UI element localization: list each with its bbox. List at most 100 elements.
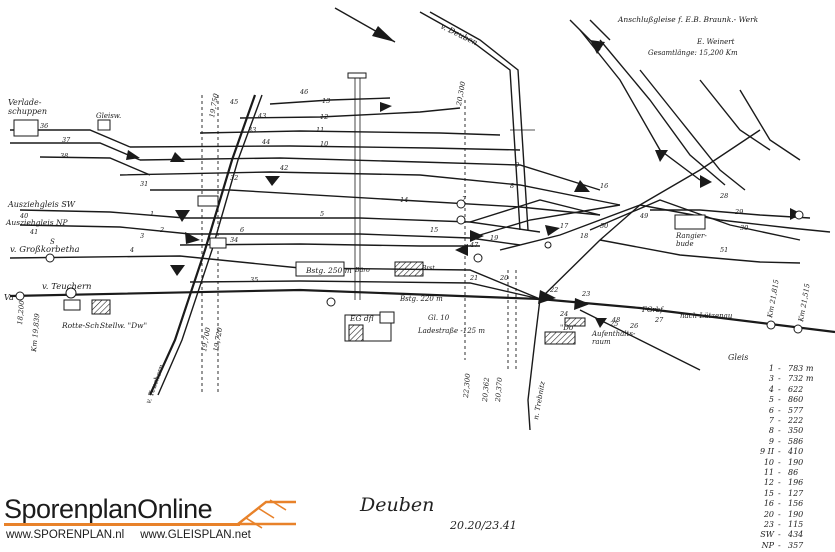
gleis-number: 16 [763,499,774,509]
gleis-table-row: 23-115 [728,520,828,531]
gleis-table-row: 9 II-410 [728,447,828,458]
brst-building [394,261,424,277]
label-buero: Büro [354,267,370,274]
gleis-length: 115 [788,520,804,529]
yard-track [39,156,151,176]
track-number-label: 45 [229,98,238,106]
gleis-number: 11 [763,468,774,477]
track-number-label: 14 [400,196,408,204]
gleis-table-row: 10-190 [728,458,828,469]
label-km-20370: 20,370 [494,377,504,404]
gleis-table-row: 11-86 [728,468,828,479]
label-s-number: S [50,238,55,246]
signal [15,291,25,301]
gleiswaage [97,119,111,131]
trebnitz-line [527,298,541,431]
label-km-19720: 19,720 [212,326,224,352]
bahnhof-box-2 [209,237,227,249]
switch-marker [175,210,190,222]
rangierbude [674,214,706,230]
gleis-dash: - [778,520,781,529]
track-number-label: 40 [19,212,28,220]
plan-date: 20.20/23.41 [450,519,517,532]
grosskorbetha-track [9,255,541,300]
yard-track [239,107,461,119]
track-number-label: 9 [515,161,519,169]
label-km-20362: 20,362 [481,377,491,404]
track-number-label: 24 [559,310,568,318]
switch-marker [590,40,605,54]
gleis-dash: - [778,426,781,436]
yard-track [199,130,501,136]
rotte-schuppen [63,299,81,311]
label-km-19839: Km 19,839 [30,312,41,353]
track-number-label: 33 [248,126,256,134]
works-siding [639,69,746,191]
track-number-label: 23 [581,290,590,298]
gleis-number: 1 [768,364,774,373]
gleis-table-row: 15-127 [728,489,828,500]
gleis-dash: - [778,468,781,477]
gleis-dash: - [778,447,781,457]
track-number-label: 15 [430,226,438,234]
braunk-werk-line-4 [599,239,801,264]
track-number-label: 44 [261,138,270,146]
switch-marker [380,102,392,112]
yard-track [469,199,601,223]
gleis-number: 12 [763,478,774,488]
track-number-label: 28 [719,192,728,200]
gleis-table-row: 6-577 [728,406,828,417]
track-number-label: 25 [609,320,618,328]
track-number-label: 36 [40,122,48,130]
signal [65,287,77,299]
yard-track [189,280,541,300]
label-ausziehgleis-sw: Ausziehgleis SW [7,200,76,209]
label-rotte-sch: Rotte-Sch. [61,321,102,330]
yard-track [469,204,621,239]
logo-url-gleisplan[interactable]: www.GLEISPLAN.net [140,529,251,541]
switch-marker [538,290,556,304]
stellwerk-dw [91,299,111,315]
track-number-label: 13 [322,97,330,105]
bahnhof-box [197,195,219,207]
label-teuchern: v. Teuchern [42,282,92,292]
track-switch-icon [237,499,296,529]
yard-track [499,204,641,251]
gleis-table-heading: Gleis [728,353,749,362]
track-number-label: 17 [560,222,569,230]
km-posts [201,72,535,395]
bstg-building [295,261,345,277]
track-number-label: 34 [230,236,238,244]
track-number-label: 42 [279,164,288,172]
gleis-dash: - [778,436,781,446]
track-number-label: 26 [629,322,638,330]
gleis-dash: - [778,405,781,415]
gleis-table-row: 8-350 [728,426,828,437]
switch-marker [595,318,607,328]
gleis-length: 622 [788,384,804,394]
logo-url-sporenplan[interactable]: www.SPORENPLAN.nl [6,529,125,541]
gleis-table-row: NP-357 [728,541,828,552]
gleis-number: SW [760,530,774,540]
switch-marker [545,225,560,236]
gleis-length: 783 m [788,364,814,373]
gleis-dash: - [778,530,781,540]
label-km-21515: Km 21,515 [797,282,812,323]
label-nach-luetzenau: nach Lützenau [680,312,733,320]
track-number-label: 6 [240,226,244,234]
label-va: Va [4,293,14,302]
track-number-label: 41 [29,228,38,236]
signal [793,324,803,334]
label-ladestrasse: Ladestraße -125 m [417,327,485,335]
main-lines [9,11,835,431]
track-number-label: 32 [230,174,238,182]
switch-marker [574,298,590,310]
header-note: Anschlußgleise f. E.B. Braunk.- Werk [617,15,759,24]
track-number-label: 49 [639,212,648,220]
gleis-number: 23 [763,520,774,529]
gleis-number: 15 [763,488,774,498]
gleis-length: 357 [788,540,804,550]
switch-marker [185,232,200,244]
signal [45,253,55,263]
works-siding [739,89,801,161]
